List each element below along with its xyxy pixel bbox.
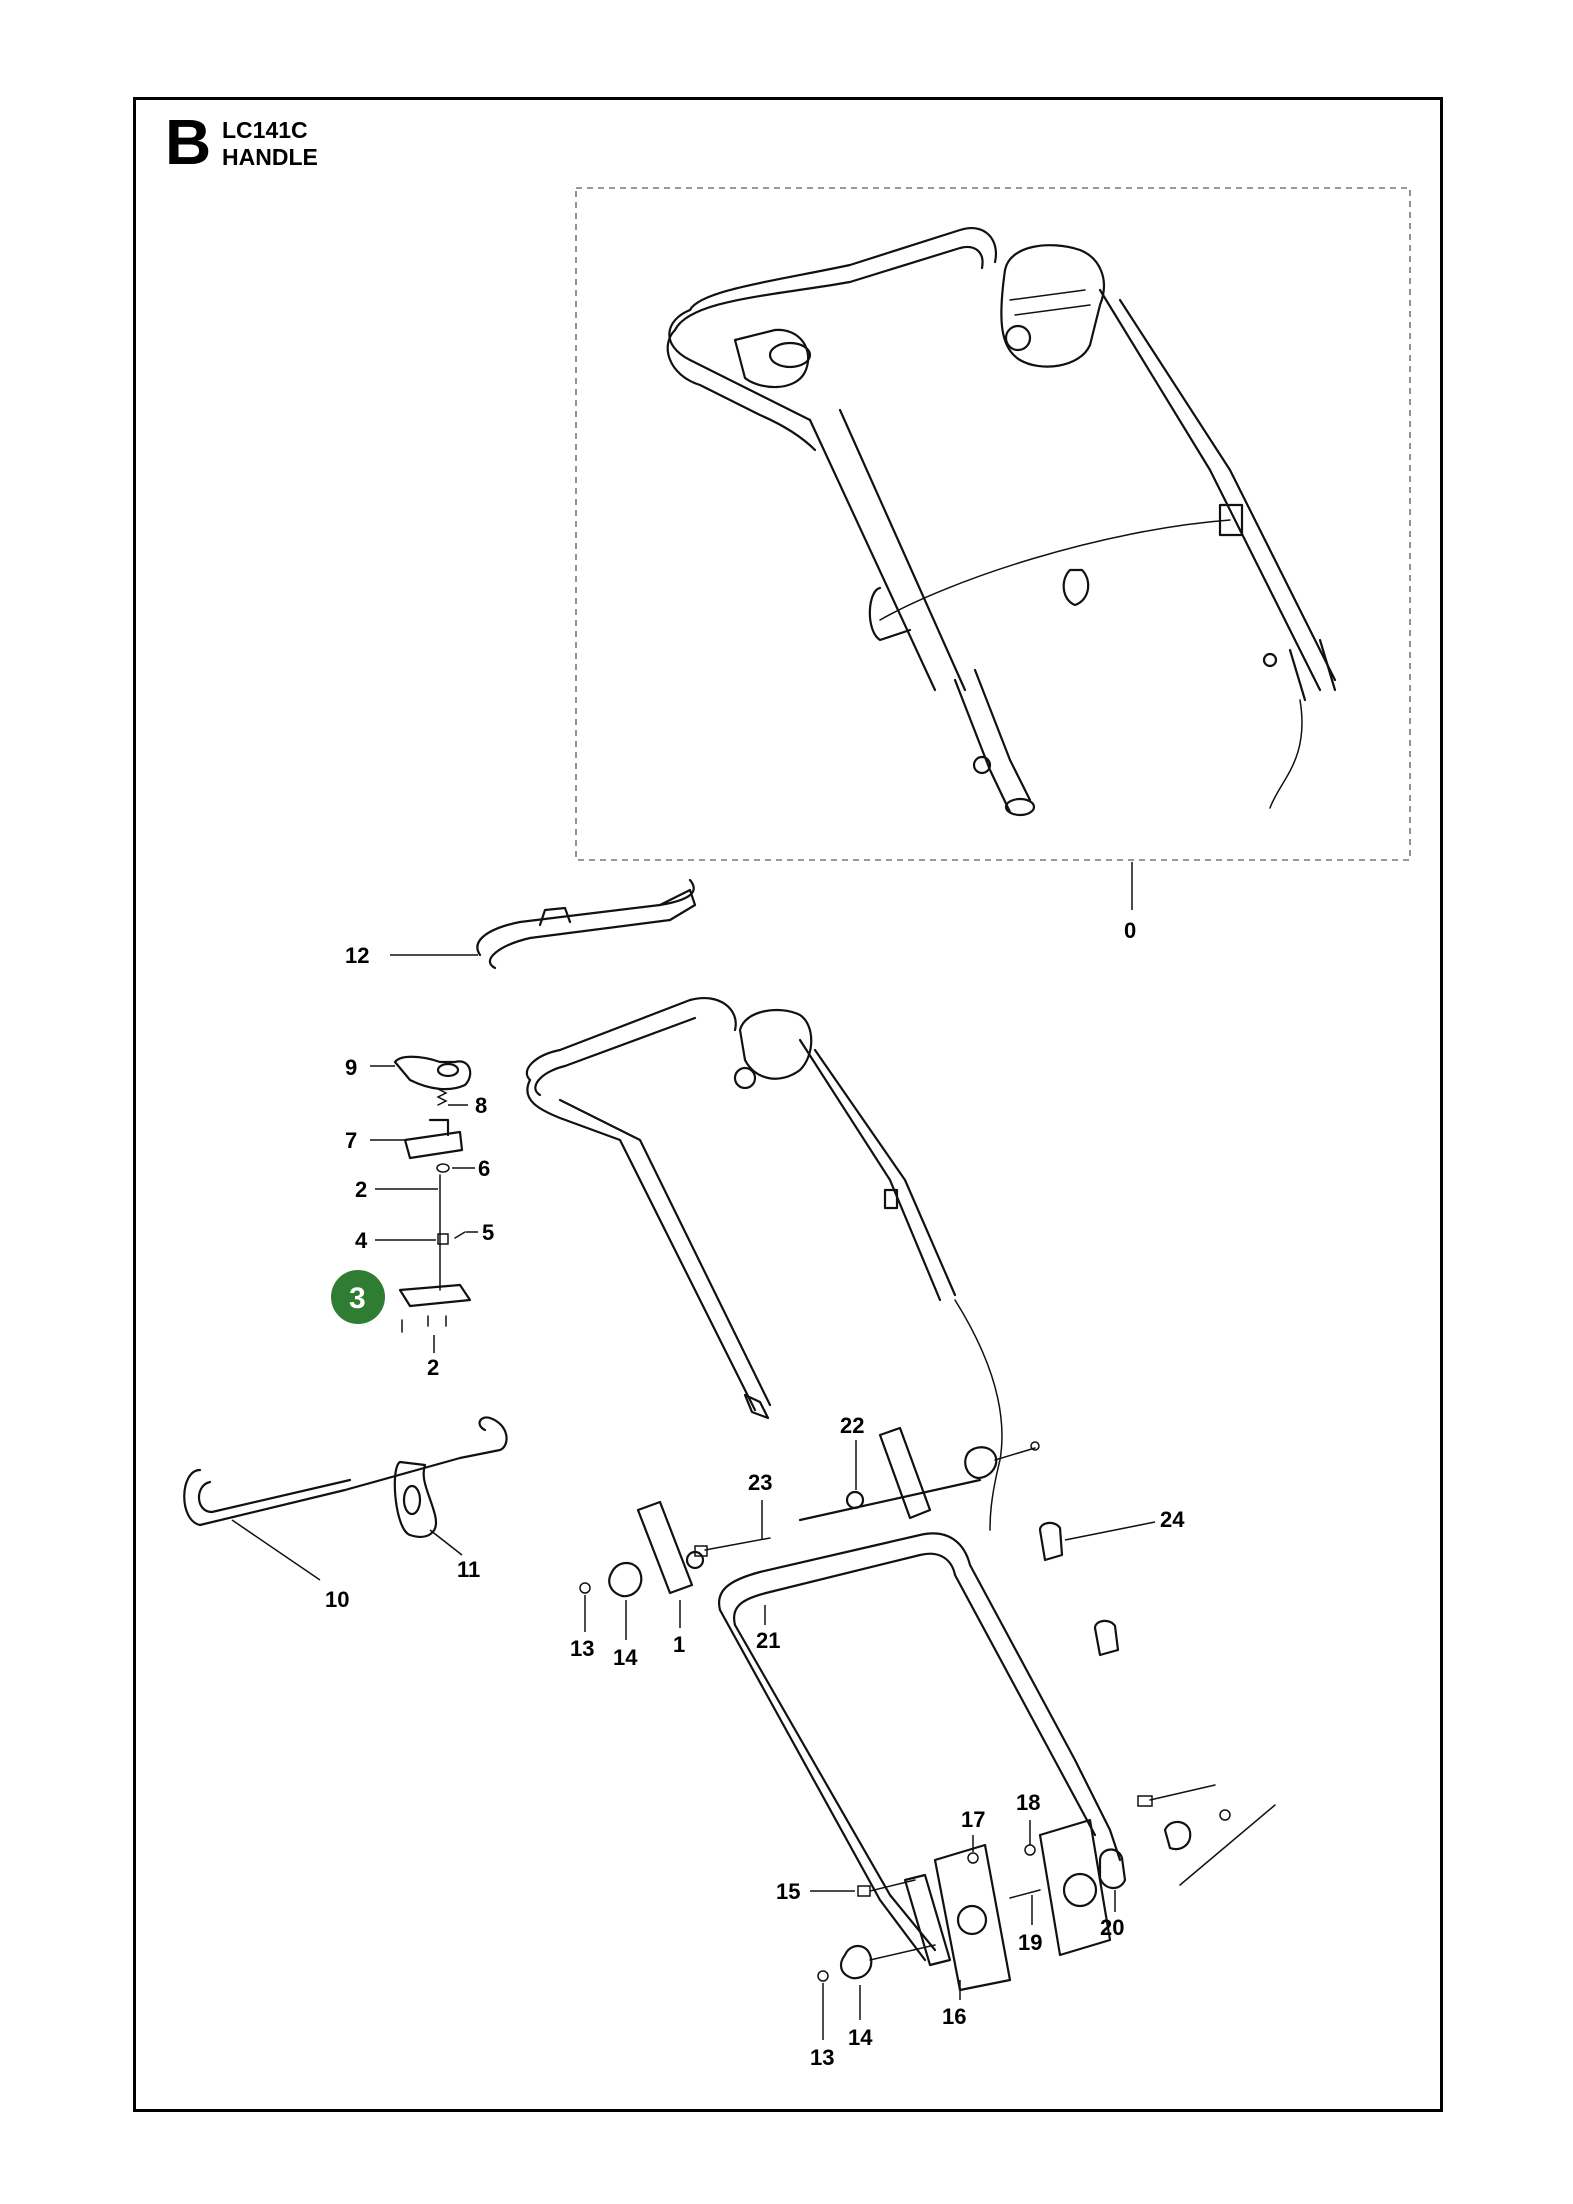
- part-21-lower-handle: [717, 1532, 1122, 1962]
- part-18-washer: [1024, 1844, 1036, 1856]
- leader-24: [1064, 1521, 1156, 1541]
- callout-0: 0: [1124, 918, 1136, 943]
- part-17-nut: [967, 1852, 979, 1864]
- callout-13b: 13: [810, 2045, 834, 2070]
- assembly-box: [575, 187, 1411, 861]
- part-24-clip: [1038, 1521, 1120, 1657]
- callout-13a: 13: [570, 1636, 594, 1661]
- knob-upper-right: [964, 1441, 1040, 1480]
- part-14-knob-upper: [608, 1561, 643, 1598]
- part-9-clamp-lever: [393, 1055, 472, 1091]
- callout-12: 12: [345, 943, 369, 968]
- callout-6: 6: [478, 1156, 490, 1181]
- part-8-spring: [436, 1088, 448, 1106]
- highlight-badge-label: 3: [349, 1282, 366, 1315]
- page-frame: [133, 97, 1443, 2112]
- callout-9: 9: [345, 1055, 357, 1080]
- part-13-washer-lower: [817, 1970, 829, 1982]
- upper-handle: [525, 997, 1003, 1531]
- part-1-tube: [636, 1500, 705, 1595]
- callout-24: 24: [1160, 1507, 1185, 1532]
- callout-16: 16: [942, 2004, 966, 2029]
- part-12-grip-cover: [476, 878, 697, 970]
- callout-14b: 14: [848, 2025, 873, 2050]
- part-11-grip-handle: [393, 1460, 438, 1538]
- part-6-pin: [436, 1163, 450, 1173]
- callout-17: 17: [961, 1807, 985, 1832]
- right-bolts: [1137, 1784, 1276, 1886]
- highlight-badge: [331, 1270, 385, 1324]
- part-3-latch-plate: [398, 1283, 472, 1333]
- part-10-safety-bar: [183, 1416, 508, 1527]
- callout-2a: 2: [355, 1177, 367, 1202]
- callout-1: 1: [673, 1632, 685, 1657]
- callout-11: 11: [457, 1557, 480, 1582]
- section-letter: B: [165, 106, 212, 178]
- callout-23: 23: [748, 1470, 772, 1495]
- leader-10: [231, 1519, 321, 1581]
- callout-22: 22: [840, 1413, 864, 1438]
- part-20-bracket-right: [1038, 1818, 1127, 1957]
- part-5-clip: [454, 1231, 466, 1239]
- part-23-bolt: [694, 1537, 771, 1557]
- callout-10: 10: [325, 1587, 349, 1612]
- part-15-screw: [857, 1879, 916, 1897]
- title-block: LC141C HANDLE: [222, 117, 318, 171]
- callout-20: 20: [1100, 1915, 1124, 1940]
- callout-2b: 2: [427, 1355, 439, 1380]
- complete-handle-assembly: [666, 227, 1337, 817]
- model-name: LC141C: [222, 117, 308, 143]
- part-13-washer-upper: [579, 1582, 591, 1594]
- callout-21: 21: [756, 1628, 780, 1653]
- callout-5: 5: [482, 1220, 494, 1245]
- callout-14a: 14: [613, 1645, 638, 1670]
- part-16-bracket-left: [903, 1843, 1012, 1992]
- callout-8: 8: [475, 1093, 487, 1118]
- part-7-latch-body: [403, 1118, 464, 1160]
- part-22-tube-connector: [798, 1426, 982, 1522]
- callout-18: 18: [1016, 1790, 1040, 1815]
- callout-15: 15: [776, 1879, 800, 1904]
- part-14-knob-lower: [839, 1944, 936, 1980]
- part-19-bolt: [1009, 1889, 1041, 1899]
- callout-4: 4: [355, 1228, 368, 1253]
- section-title: HANDLE: [222, 144, 318, 170]
- callout-19: 19: [1018, 1930, 1042, 1955]
- part-4-nut: [437, 1233, 449, 1245]
- leader-11: [429, 1529, 463, 1556]
- callout-7: 7: [345, 1128, 357, 1153]
